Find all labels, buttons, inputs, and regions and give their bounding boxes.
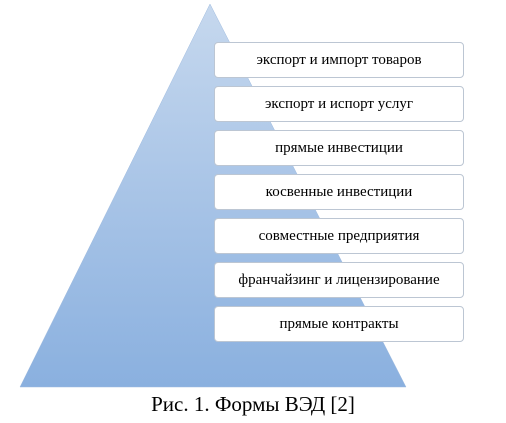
pyramid-level-label: совместные предприятия	[258, 227, 420, 244]
pyramid-level-2: экспорт и испорт услуг	[214, 86, 464, 122]
pyramid-level-1: экспорт и импорт товаров	[214, 42, 464, 78]
pyramid-level-6: франчайзинг и лицензирование	[214, 262, 464, 298]
pyramid-level-label: экспорт и импорт товаров	[256, 51, 422, 68]
pyramid-level-label: прямые инвестиции	[275, 139, 403, 156]
pyramid-level-label: косвенные инвестиции	[265, 183, 413, 200]
pyramid-level-label: экспорт и испорт услуг	[264, 95, 414, 112]
pyramid-level-4: косвенные инвестиции	[214, 174, 464, 210]
pyramid-level-label: прямые контракты	[279, 315, 399, 332]
pyramid-level-3: прямые инвестиции	[214, 130, 464, 166]
figure-caption: Рис. 1. Формы ВЭД [2]	[151, 392, 355, 416]
pyramid-level-7: прямые контракты	[214, 306, 464, 342]
pyramid-level-5: совместные предприятия	[214, 218, 464, 254]
pyramid-level-label: франчайзинг и лицензирование	[238, 271, 440, 288]
